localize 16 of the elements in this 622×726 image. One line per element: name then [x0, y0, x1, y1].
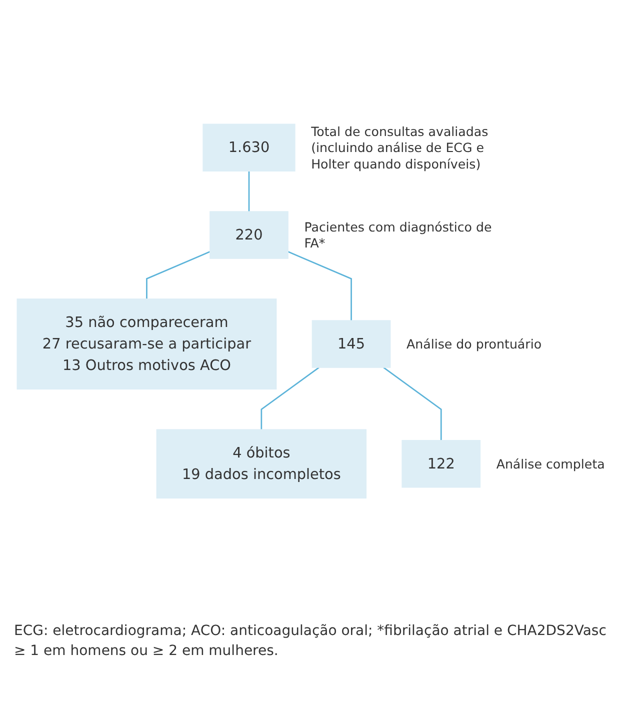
beside-note: Pacientes com diagnóstico de FA* — [304, 219, 492, 250]
flow-box: 122 — [402, 440, 481, 488]
beside-note: Total de consultas avaliadas (incluindo análise de ECG e Holter quando disponíveis) — [311, 124, 488, 172]
flow-box: 1.630 — [202, 124, 296, 172]
flow-box: 145 — [312, 320, 391, 368]
caption-text: ECG: eletrocardiograma; ACO: anticoagulação oral; *fibrilação atrial e CHA2DS2Vasc ≥ 1 em homens ou ≥ 2 em mulheres. — [13, 622, 608, 661]
beside-note: Análise do prontuário — [406, 336, 542, 352]
connector — [248, 170, 250, 212]
flow-box: 220 — [210, 211, 288, 259]
flow-box: 4 óbitos 19 dados incompletos — [156, 429, 367, 498]
connector — [288, 250, 352, 320]
flow-box: 35 não compareceram 27 recusaram-se a participar 13 Outros motivos ACO — [16, 298, 277, 390]
beside-note: Análise completa — [496, 456, 605, 472]
connector — [383, 366, 442, 440]
connector — [146, 250, 210, 299]
connector — [260, 366, 320, 430]
